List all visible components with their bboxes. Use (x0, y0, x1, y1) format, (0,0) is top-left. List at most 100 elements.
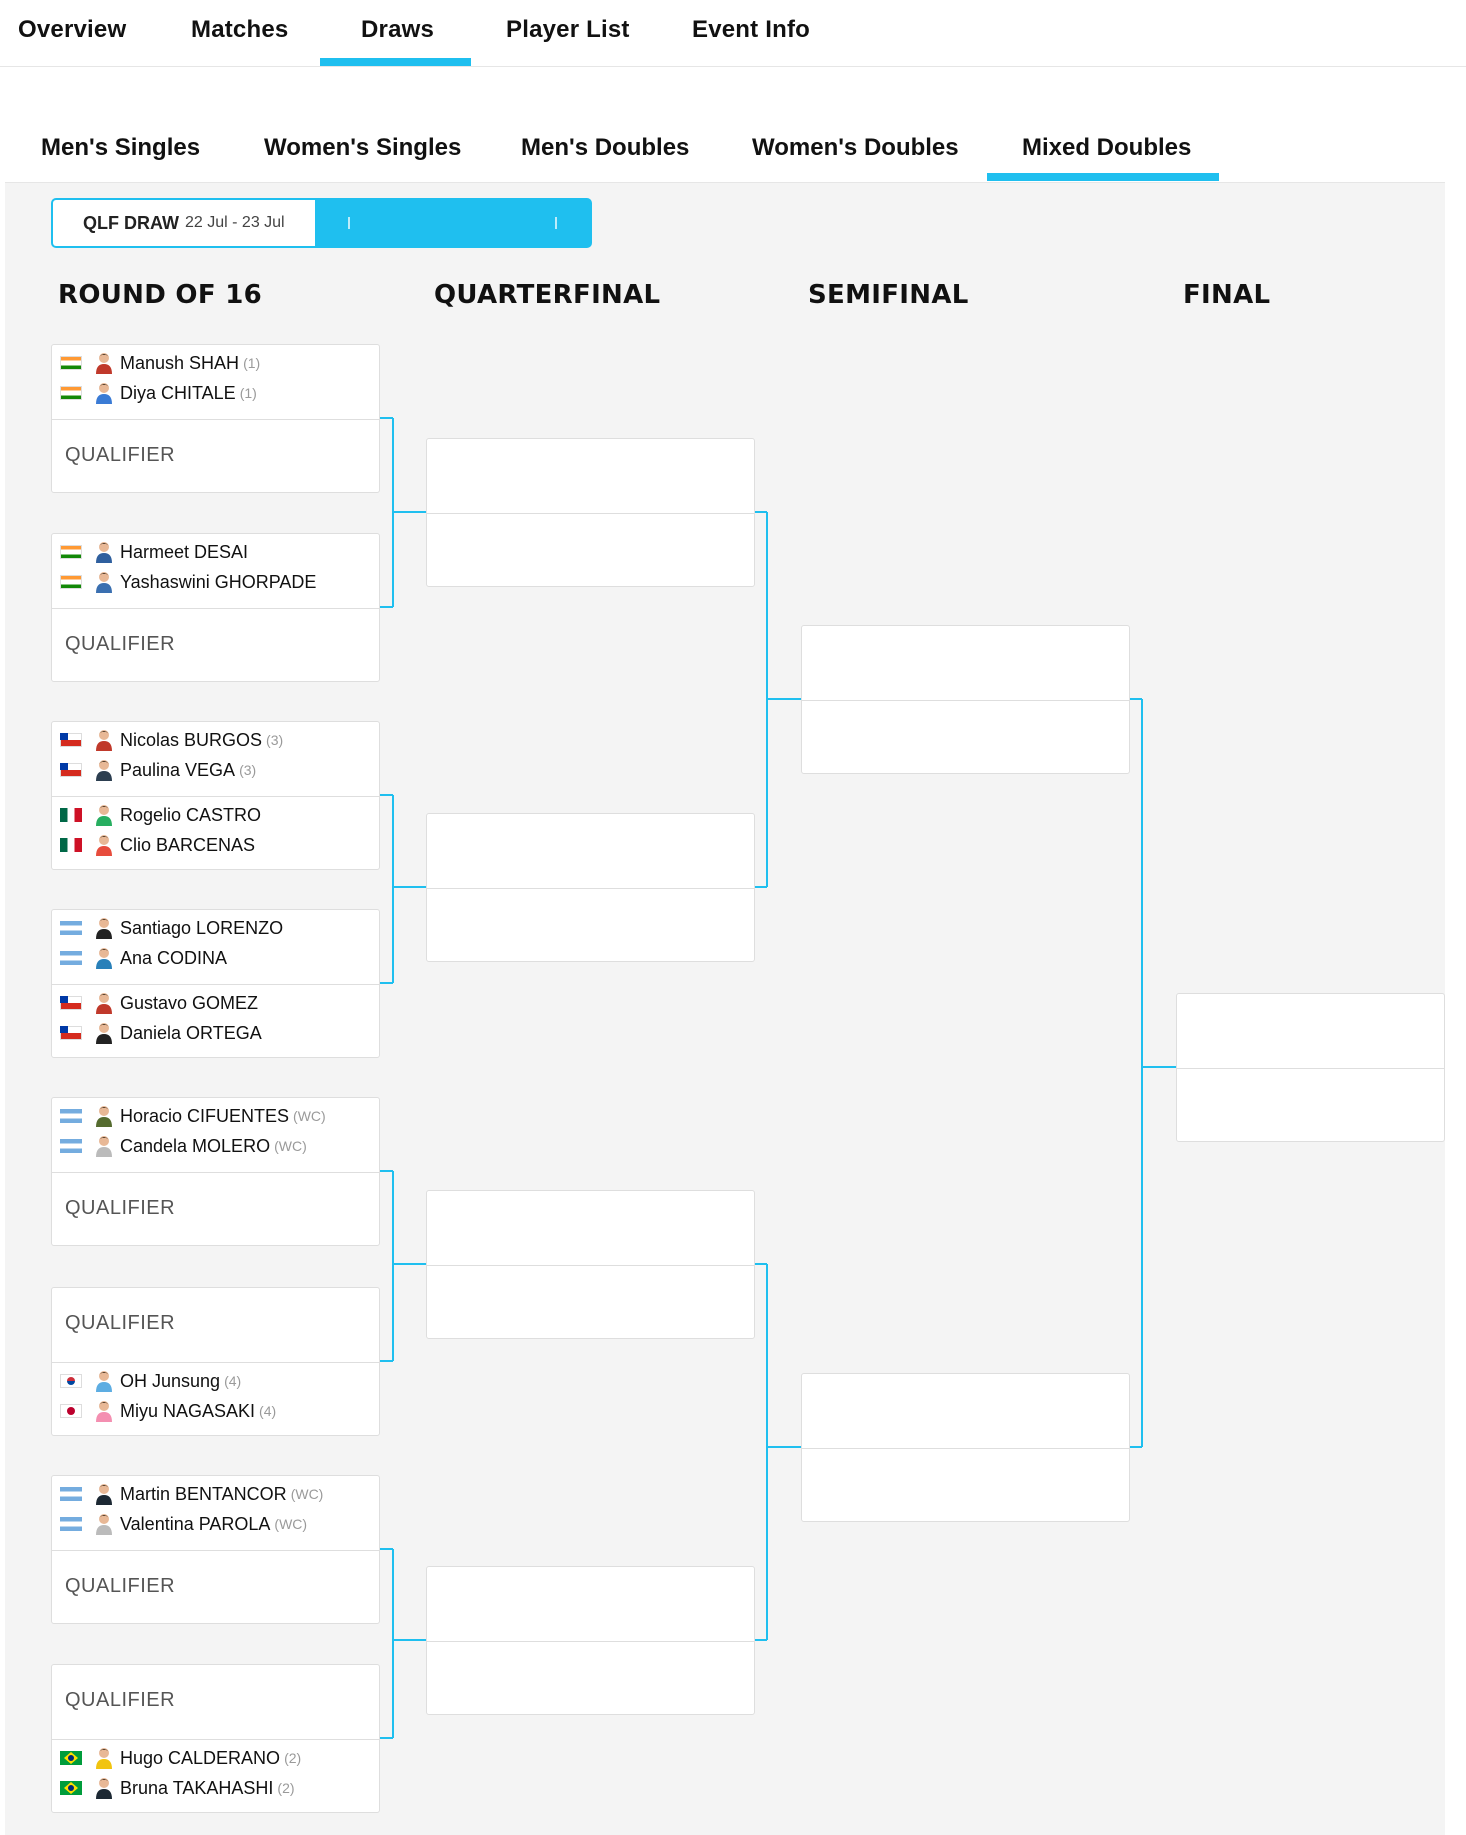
player-seed: (3) (239, 762, 257, 778)
player-seed: (1) (243, 355, 261, 371)
match-slot-bottom: Hugo CALDERANO(2) Bruna TAKAHASHI(2) (52, 1739, 379, 1814)
player-seed: (3) (266, 732, 284, 748)
player-clio-barcenas[interactable]: Clio BARCENAS (60, 833, 255, 857)
flag-ind-icon (60, 386, 82, 400)
r16-match-2[interactable]: Harmeet DESAI Yashaswini GHORPADE QUALIFIE… (51, 533, 380, 682)
event-tab-women-s-singles[interactable]: Women's Singles (264, 134, 462, 161)
tab-matches[interactable]: Matches (191, 16, 289, 43)
player-seed: (WC) (293, 1108, 326, 1124)
active-event-indicator (987, 173, 1219, 181)
player-name: Manush SHAH (120, 352, 240, 373)
player-harmeet-desai[interactable]: Harmeet DESAI (60, 540, 248, 564)
semifinal-match-2[interactable] (801, 1373, 1130, 1522)
player-name: Nicolas BURGOS (120, 729, 263, 750)
player-oh-junsung[interactable]: OH Junsung(4) (60, 1369, 241, 1393)
player-avatar (94, 1513, 120, 1535)
stage-selector[interactable]: QLF DRAW 22 Jul - 23 Jul (51, 198, 592, 248)
quarterfinal-match-3[interactable] (426, 1190, 755, 1339)
player-gustavo-gomez[interactable]: Gustavo GOMEZ (60, 991, 258, 1015)
match-slot-bottom: Rogelio CASTRO Clio BARCENAS (52, 796, 379, 871)
player-avatar (94, 1747, 120, 1769)
player-name: Harmeet DESAI (120, 541, 249, 562)
player-name: Miyu NAGASAKI (120, 1400, 256, 1421)
player-diya-chitale[interactable]: Diya CHITALE(1) (60, 381, 257, 405)
player-valentina-parola[interactable]: Valentina PAROLA(WC) (60, 1512, 307, 1536)
r16-match-5[interactable]: Horacio CIFUENTES(WC) Candela MOLERO(WC) Q… (51, 1097, 380, 1246)
quarterfinal-match-2[interactable] (426, 813, 755, 962)
r16-match-3[interactable]: Nicolas BURGOS(3)Paulina VEGA(3)Rogelio … (51, 721, 380, 870)
bracket-connector (1142, 1066, 1176, 1068)
player-name: Daniela ORTEGA (120, 1022, 262, 1043)
match-slot-top (802, 626, 1129, 700)
player-nicolas-burgos[interactable]: Nicolas BURGOS(3) (60, 728, 283, 752)
player-yashaswini-ghorpade[interactable]: Yashaswini GHORPADE (60, 570, 316, 594)
match-slot-top (802, 1374, 1129, 1448)
player-avatar (94, 352, 120, 374)
quarterfinal-match-4[interactable] (426, 1566, 755, 1715)
player-hugo-calderano[interactable]: Hugo CALDERANO(2) (60, 1746, 301, 1770)
player-name: Ana CODINA (120, 947, 228, 968)
match-slot-bottom (802, 1448, 1129, 1523)
stage-slider-tick (348, 217, 350, 229)
player-avatar (94, 729, 120, 751)
qualifier-label: QUALIFIER (65, 633, 176, 655)
r16-match-4[interactable]: Santiago LORENZO Ana CODINA Gustavo GOMEZ D… (51, 909, 380, 1058)
player-rogelio-castro[interactable]: Rogelio CASTRO (60, 803, 261, 827)
match-slot-bottom (1177, 1068, 1444, 1143)
flag-chi-icon (60, 996, 82, 1010)
player-name: Santiago LORENZO (120, 917, 284, 938)
player-santiago-lorenzo[interactable]: Santiago LORENZO (60, 916, 283, 940)
player-name: Martin BENTANCOR (120, 1483, 287, 1504)
player-bruna-takahashi[interactable]: Bruna TAKAHASHI(2) (60, 1776, 295, 1800)
bracket-connector (755, 886, 767, 888)
player-candela-molero[interactable]: Candela MOLERO(WC) (60, 1134, 307, 1158)
player-seed: (WC) (290, 1486, 324, 1502)
player-name: Horacio CIFUENTES (120, 1105, 290, 1126)
event-tab-men-s-singles[interactable]: Men's Singles (41, 134, 201, 161)
player-daniela-ortega[interactable]: Daniela ORTEGA (60, 1021, 262, 1045)
bracket-connector (1130, 1446, 1142, 1448)
player-name: Valentina PAROLA (120, 1513, 271, 1534)
player-seed: (1) (239, 385, 257, 401)
match-slot-bottom (427, 1265, 754, 1340)
bracket-connector (1141, 699, 1143, 1447)
event-tab-men-s-doubles[interactable]: Men's Doubles (521, 134, 690, 161)
player-horacio-cifuentes[interactable]: Horacio CIFUENTES(WC) (60, 1104, 326, 1128)
tab-overview[interactable]: Overview (18, 16, 127, 43)
qualifier-label: QUALIFIER (65, 1197, 176, 1219)
flag-kor-icon (60, 1374, 82, 1388)
active-tab-indicator (320, 58, 471, 66)
player-ana-codina[interactable]: Ana CODINA (60, 946, 227, 970)
event-tab-mixed-doubles[interactable]: Mixed Doubles (1022, 134, 1192, 161)
player-manush-shah[interactable]: Manush SHAH(1) (60, 351, 260, 375)
tab-player-list[interactable]: Player List (506, 16, 630, 43)
round-header-semifinal: SEMIFINAL (808, 280, 969, 310)
player-avatar (94, 541, 120, 563)
bracket-connector (767, 698, 801, 700)
tab-draws[interactable]: Draws (361, 16, 435, 43)
match-slot-top (427, 1567, 754, 1641)
quarterfinal-match-1[interactable] (426, 438, 755, 587)
player-paulina-vega[interactable]: Paulina VEGA(3) (60, 758, 256, 782)
player-name: Rogelio CASTRO (120, 804, 262, 825)
flag-mex-icon (60, 808, 82, 822)
flag-arg-icon (60, 1139, 82, 1153)
player-martin-bentancor[interactable]: Martin BENTANCOR(WC) (60, 1482, 323, 1506)
r16-match-7[interactable]: Martin BENTANCOR(WC)Valentina PAROLA(WC)… (51, 1475, 380, 1624)
player-miyu-nagasaki[interactable]: Miyu NAGASAKI(4) (60, 1399, 276, 1423)
player-avatar (94, 834, 120, 856)
event-tab-women-s-doubles[interactable]: Women's Doubles (752, 134, 959, 161)
final-match[interactable] (1176, 993, 1445, 1142)
match-slot-top: Santiago LORENZO Ana CODINA (52, 910, 379, 984)
bracket-connector (393, 1263, 426, 1265)
tab-event-info[interactable]: Event Info (692, 16, 811, 43)
stage-option-qlf-draw[interactable]: QLF DRAW 22 Jul - 23 Jul (53, 200, 315, 246)
bracket-connector (392, 1171, 394, 1361)
r16-match-1[interactable]: Manush SHAH(1)Diya CHITALE(1)QUALIFIER (51, 344, 380, 493)
player-avatar (94, 1105, 120, 1127)
semifinal-match-1[interactable] (801, 625, 1130, 774)
match-slot-bottom: OH Junsung(4) Miyu NAGASAKI(4) (52, 1362, 379, 1437)
flag-bra-icon (60, 1751, 82, 1765)
